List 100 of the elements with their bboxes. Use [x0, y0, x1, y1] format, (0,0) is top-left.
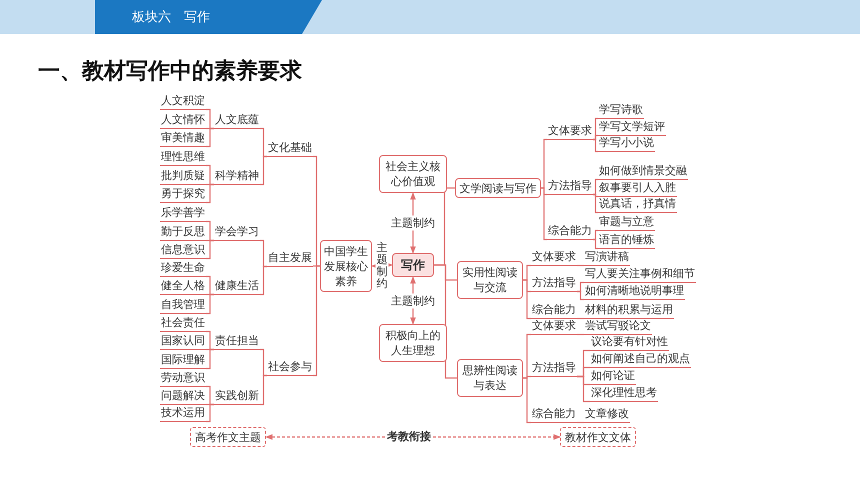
connector-line	[577, 282, 584, 292]
connector-line	[206, 348, 214, 370]
topic-text: 尝试写驳论文	[584, 318, 652, 334]
topic-text: 如何做到情景交融	[598, 162, 688, 180]
topic-text: 说真话，抒真情	[598, 196, 677, 212]
connector-line	[523, 279, 531, 320]
connector-line	[260, 374, 267, 406]
topic-text: 珍爱生命	[160, 260, 206, 276]
topic-text: 文化基础	[267, 140, 313, 156]
arrow	[433, 434, 561, 440]
topic-text: 审美情趣	[160, 130, 206, 146]
topic-text: 写演讲稿	[584, 248, 630, 266]
central-topic-box: 写作	[392, 253, 434, 277]
connector-line	[206, 240, 214, 260]
topic-text: 健康生活	[214, 278, 260, 294]
topic-text: 叙事要引人入胜	[598, 180, 677, 196]
topic-text: 如何清晰地说明事理	[584, 282, 685, 300]
section-label: 板块六 写作	[132, 9, 210, 26]
topic-text: 文章修改	[584, 406, 630, 422]
topic-text: 社会参与	[267, 358, 313, 376]
connector-line	[260, 348, 267, 376]
topic-text: 国际理解	[160, 352, 206, 368]
connector-line	[577, 376, 590, 402]
topic-text: 技术运用	[160, 404, 206, 422]
topic-text: 方法指导	[531, 274, 577, 292]
link-label: 考教衔接	[385, 428, 433, 446]
topic-text: 综合能力	[531, 406, 577, 422]
topic-text: 如何论证	[590, 368, 636, 384]
connector-line	[206, 294, 214, 314]
connector-line	[577, 318, 584, 320]
topic-text: 如何阐述自己的观点	[590, 350, 691, 368]
concept-box: 文学阅读与写作	[455, 178, 541, 198]
connector-line	[577, 264, 584, 266]
topic-text: 理性思维	[160, 148, 206, 166]
connector-line	[593, 134, 598, 140]
topic-text: 勤于反思	[160, 224, 206, 240]
connector-line	[593, 238, 598, 250]
topic-text: 学写小小说	[598, 134, 655, 152]
topic-text: 审题与立意	[598, 214, 655, 230]
topic-text: 综合能力	[547, 222, 593, 240]
topic-text: 学会学习	[214, 224, 260, 240]
topic-text: 劳动意识	[160, 370, 206, 386]
concept-box: 思辨性阅读与表达	[457, 359, 523, 397]
connector-line	[206, 404, 214, 422]
topic-text: 乐学善学	[160, 204, 206, 222]
topic-text: 问题解决	[160, 388, 206, 404]
concept-box: 积极向上的人生理想	[379, 324, 447, 362]
topic-text: 批判质疑	[160, 168, 206, 184]
topic-text: 综合能力	[531, 302, 577, 318]
connector-line	[593, 138, 598, 152]
topic-text: 方法指导	[547, 178, 593, 194]
topic-text: 写人要关注事例和细节	[584, 266, 696, 282]
topic-text: 科学精神	[214, 168, 260, 184]
connector-line	[577, 290, 584, 300]
topic-text: 自主发展	[267, 250, 313, 266]
topic-text: 信息意识	[160, 242, 206, 258]
concept-box: 中国学生发展核心素养	[320, 240, 372, 292]
topic-text: 人文底蕴	[214, 112, 260, 128]
topic-text: 议论要有针对性	[590, 334, 669, 350]
topic-text: 责任担当	[214, 332, 260, 350]
topic-text: 人文情怀	[160, 112, 206, 128]
edge-label: 主题制约	[390, 293, 436, 308]
connector-line	[593, 178, 598, 196]
topic-text: 健全人格	[160, 278, 206, 294]
arrow	[265, 434, 385, 440]
topic-text: 文体要求	[531, 318, 577, 334]
topic-text: 方法指导	[531, 360, 577, 376]
concept-box: 社会主义核心价值观	[379, 155, 447, 193]
topic-text: 深化理性思考	[590, 384, 658, 402]
connector-line	[541, 187, 547, 240]
topic-text: 勇于探究	[160, 186, 206, 202]
connector-line	[523, 377, 531, 424]
topic-text: 学写诗歌	[598, 102, 644, 118]
topic-text: 学写文学短评	[598, 118, 666, 136]
connector-line	[260, 156, 267, 186]
connector-line	[541, 138, 547, 189]
dashed-box: 高考作文主题	[190, 427, 266, 447]
concept-box: 实用性阅读与交流	[457, 261, 523, 299]
connector-line	[593, 194, 598, 214]
connector-line	[260, 128, 267, 158]
connector-line	[260, 240, 267, 268]
connector-line	[313, 265, 320, 376]
topic-text: 社会责任	[160, 314, 206, 332]
topic-text: 人文积淀	[160, 92, 206, 110]
connector-line	[593, 194, 598, 198]
connector-line	[260, 266, 267, 296]
topic-text: 国家认同	[160, 332, 206, 350]
topic-text: 自我管理	[160, 296, 206, 314]
connector-line	[206, 184, 214, 204]
connector-line	[577, 334, 584, 336]
topic-text: 材料的积累与运用	[584, 302, 674, 318]
topic-text: 实践创新	[214, 388, 260, 404]
connector-line	[206, 128, 214, 148]
topic-text: 文体要求	[531, 248, 577, 266]
topic-text: 文体要求	[547, 122, 593, 140]
page-title: 一、教材写作中的素养要求	[38, 58, 302, 86]
connector-line	[313, 156, 320, 267]
edge-label: 主题制约	[390, 216, 436, 230]
topic-text: 语言的锤炼	[598, 232, 655, 248]
connector-line	[577, 422, 584, 424]
